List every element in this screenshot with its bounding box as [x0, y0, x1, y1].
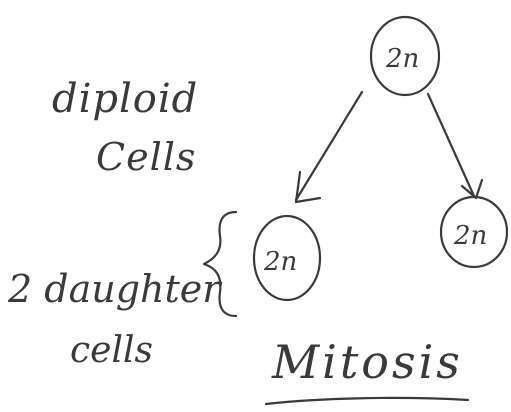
daughter-cells-label: cells — [70, 330, 153, 371]
parent-cell-circle — [369, 15, 441, 97]
daughter-cell-left-label: 2n — [263, 247, 297, 277]
curly-brace — [202, 210, 238, 318]
arrow-left-head — [294, 170, 322, 204]
diploid-label: diploid — [52, 76, 198, 122]
parent-cell-label: 2n — [385, 44, 419, 74]
daughter-cell-right-label: 2n — [453, 221, 487, 251]
daughter-cell-right-circle — [439, 195, 509, 269]
mitosis-underline — [264, 396, 470, 406]
cells-label: Cells — [96, 135, 196, 179]
mitosis-label: Mitosis — [271, 335, 463, 389]
arrow-right-shaft — [426, 92, 476, 198]
daughter-label: 2 daughter — [7, 267, 223, 311]
daughter-cell-left-circle — [252, 214, 322, 302]
arrow-left-shaft — [294, 90, 364, 202]
